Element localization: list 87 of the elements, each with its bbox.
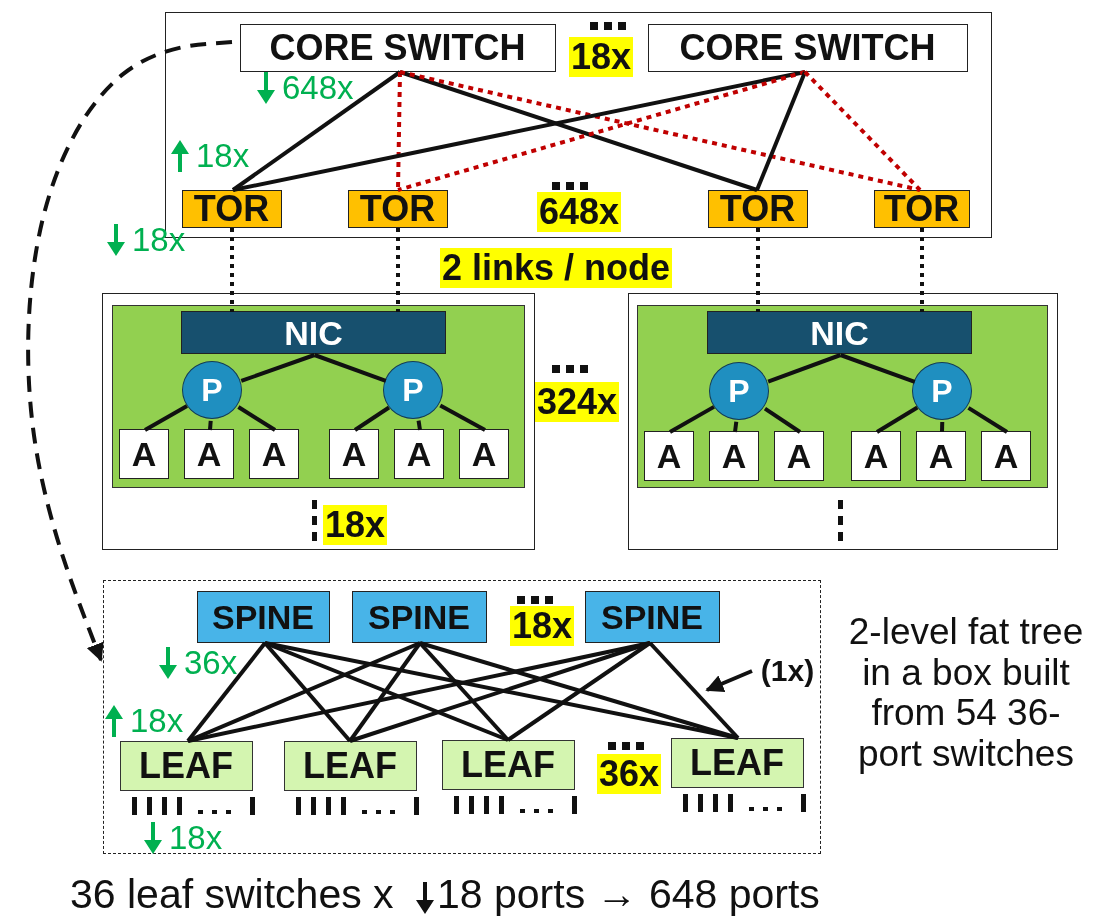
switch-box: CORE SWITCH bbox=[647, 23, 968, 72]
accelerator-box: A bbox=[916, 431, 966, 481]
switch-box: LEAF bbox=[119, 740, 253, 791]
nic-box: NIC bbox=[707, 311, 972, 354]
connector-line bbox=[208, 420, 213, 431]
connector-line bbox=[237, 405, 277, 432]
connector-line bbox=[416, 420, 422, 431]
connector-line bbox=[648, 641, 740, 740]
connector-line bbox=[967, 406, 1009, 434]
switch-box: TOR bbox=[347, 189, 448, 228]
connector-line bbox=[240, 353, 316, 383]
processor-circle: P bbox=[383, 361, 443, 419]
connector-line bbox=[353, 405, 391, 432]
accelerator-box: A bbox=[709, 431, 759, 481]
connector-line bbox=[767, 353, 842, 384]
connector-line bbox=[186, 641, 267, 743]
annotation-label: 36x bbox=[184, 645, 238, 682]
connector-line bbox=[399, 70, 921, 192]
connector-line bbox=[669, 405, 715, 434]
annotation-label: 18x bbox=[196, 138, 250, 175]
connector-line bbox=[875, 405, 919, 434]
connector-line bbox=[264, 641, 739, 740]
connector-line bbox=[187, 641, 651, 743]
connector-line bbox=[230, 228, 234, 312]
connector-line bbox=[349, 641, 651, 743]
accelerator-box: A bbox=[119, 429, 169, 479]
connector-line bbox=[231, 70, 402, 192]
accelerator-box: A bbox=[249, 429, 299, 479]
switch-box: SPINE bbox=[584, 590, 720, 643]
switch-box: LEAF bbox=[283, 740, 417, 791]
connector-line bbox=[264, 641, 509, 742]
accelerator-box: A bbox=[981, 431, 1031, 481]
switch-box: CORE SWITCH bbox=[239, 23, 556, 72]
connector-line bbox=[187, 641, 421, 743]
annotation-label: 36x bbox=[597, 754, 662, 794]
switch-box: SPINE bbox=[351, 590, 487, 643]
connector-line bbox=[232, 70, 806, 192]
annotation-label: 648x bbox=[282, 70, 354, 107]
leader-line bbox=[705, 669, 753, 692]
annotation-label: 648x bbox=[537, 192, 622, 232]
connector-line bbox=[144, 404, 188, 432]
annotation-label: 36 leaf switches x bbox=[70, 872, 394, 918]
connector-line bbox=[439, 403, 486, 432]
connector-line bbox=[506, 641, 652, 742]
connector-line bbox=[755, 71, 807, 191]
accelerator-box: A bbox=[644, 431, 694, 481]
node-box bbox=[111, 304, 525, 488]
connector-line bbox=[763, 406, 802, 434]
switch-box: LEAF bbox=[441, 739, 575, 790]
annotation-label: 324x bbox=[535, 382, 620, 422]
enclosure-box bbox=[628, 293, 1058, 550]
switch-box: TOR bbox=[707, 189, 808, 228]
connector-line bbox=[920, 228, 924, 312]
enclosure-box bbox=[102, 293, 535, 550]
accelerator-box: A bbox=[851, 431, 901, 481]
nic-box: NIC bbox=[181, 311, 446, 354]
connector-line bbox=[313, 353, 387, 383]
connector-line bbox=[419, 641, 739, 740]
switch-box: TOR bbox=[873, 189, 970, 228]
connector-line bbox=[940, 421, 945, 433]
annotation-label: 18x bbox=[323, 505, 388, 545]
switch-box: TOR bbox=[181, 189, 282, 228]
accelerator-box: A bbox=[184, 429, 234, 479]
annotation-label: 18x bbox=[510, 606, 575, 646]
accelerator-box: A bbox=[329, 429, 379, 479]
processor-circle: P bbox=[182, 361, 242, 419]
accelerator-box: A bbox=[459, 429, 509, 479]
accelerator-box: A bbox=[774, 431, 824, 481]
annotation-label: 2-level fat tree in a box built from 54 36-port switches bbox=[848, 612, 1084, 775]
connector-line bbox=[803, 70, 922, 192]
connector-line bbox=[26, 40, 233, 662]
annotation-label: 18x bbox=[169, 820, 223, 857]
node-box bbox=[636, 304, 1048, 488]
annotation-label: 2 links / node bbox=[440, 248, 673, 288]
connector-line bbox=[396, 228, 400, 312]
switch-box: LEAF bbox=[670, 737, 804, 788]
accelerator-box: A bbox=[394, 429, 444, 479]
processor-circle: P bbox=[709, 362, 769, 420]
switch-box: SPINE bbox=[196, 590, 330, 643]
connector-line bbox=[733, 421, 739, 433]
connector-line bbox=[839, 353, 916, 384]
connector-line bbox=[756, 228, 760, 312]
annotation-label: 18x bbox=[569, 37, 634, 77]
processor-circle: P bbox=[912, 362, 972, 420]
callout-text: (1x) bbox=[751, 651, 824, 690]
annotation-label: 18x bbox=[130, 703, 184, 740]
annotation-label: 18 ports → 648 ports bbox=[437, 872, 820, 918]
